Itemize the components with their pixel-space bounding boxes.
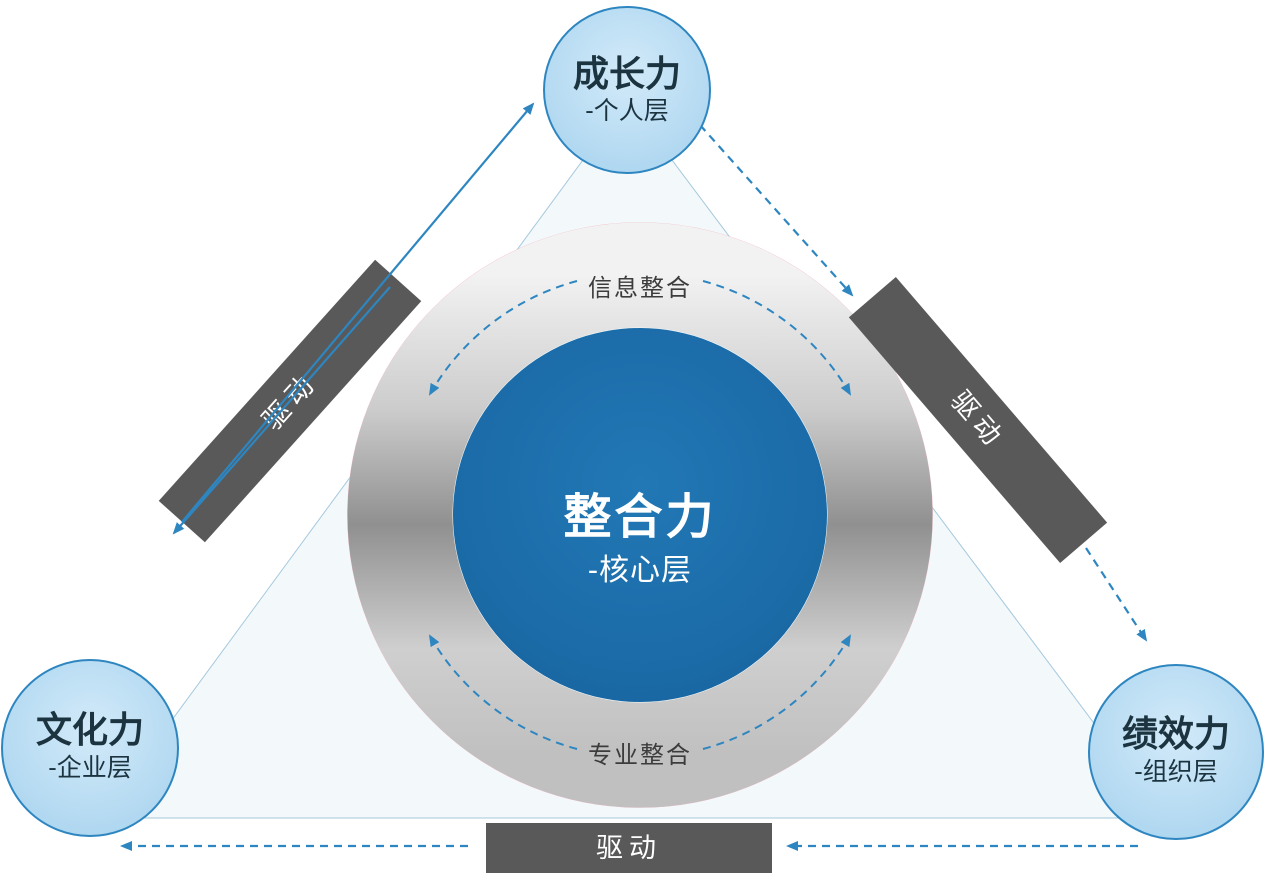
left-edge-arrow-up (181, 102, 535, 523)
ring-top-label: 信息整合 (588, 274, 692, 302)
node-growth-title: 成长力 (573, 53, 681, 95)
node-performance-subtitle: -组织层 (1134, 757, 1217, 786)
node-growth-subtitle: -个人层 (585, 96, 668, 125)
driver-bar-bottom-label: 驱动 (596, 833, 662, 864)
driver-bar-bottom: 驱动 (486, 823, 772, 873)
node-performance: 绩效力 -组织层 (1088, 664, 1264, 840)
node-performance-title: 绩效力 (1122, 713, 1230, 755)
node-growth: 成长力 -个人层 (543, 6, 711, 174)
node-culture-title: 文化力 (36, 709, 144, 751)
right-edge-arrow-upper (699, 124, 854, 297)
driver-bar-bottom-rect (486, 823, 772, 873)
node-culture-subtitle: -企业层 (48, 753, 131, 782)
ring-bottom-label: 专业整合 (588, 741, 692, 769)
driver-bar-right-rect (848, 276, 1108, 564)
center-title: 整合力 (563, 489, 716, 545)
center-subtitle: -核心层 (588, 553, 692, 588)
center-core-circle (453, 328, 827, 702)
integration-ring (347, 222, 933, 808)
right-edge-arrow-lower (1085, 547, 1148, 642)
node-performance-circle (1088, 664, 1264, 840)
node-growth-circle (543, 6, 711, 174)
left-edge-arrow-down (172, 286, 391, 535)
node-culture: 文化力 -企业层 (1, 659, 179, 837)
node-culture-circle (1, 659, 179, 837)
